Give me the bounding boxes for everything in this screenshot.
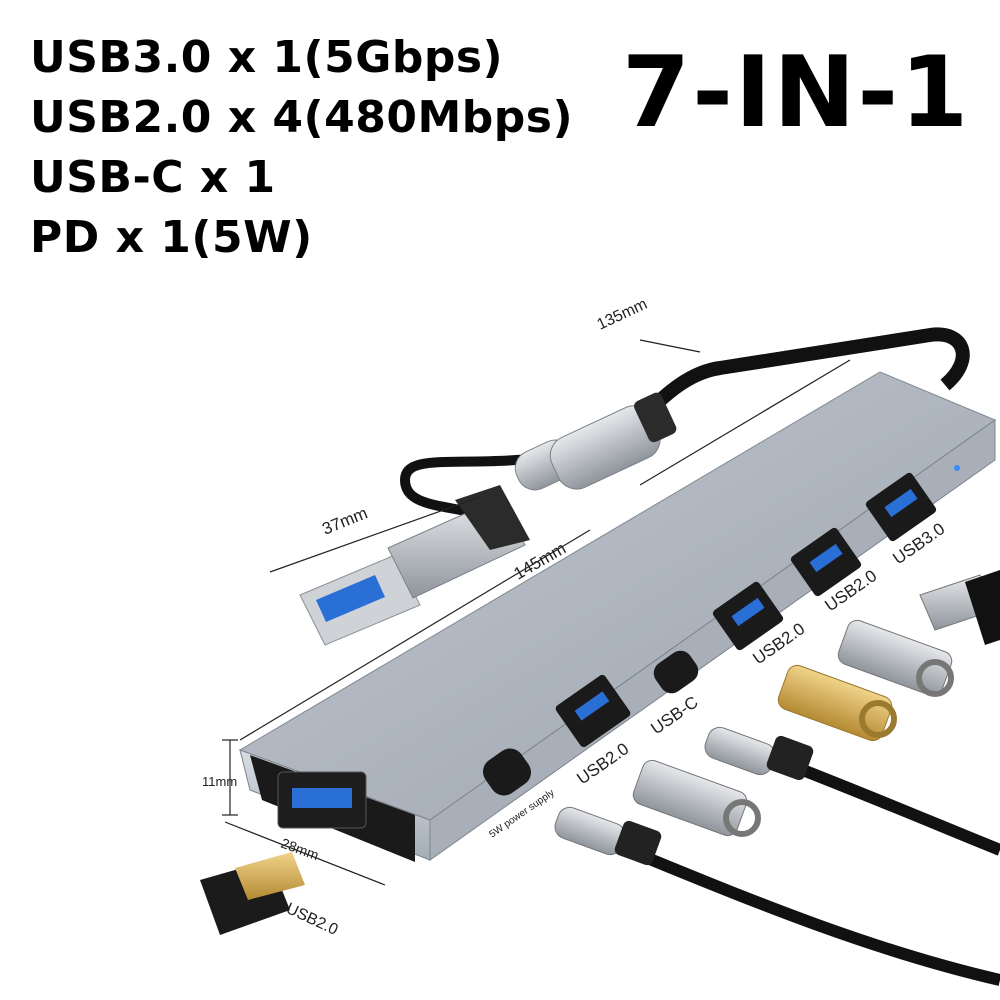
spec-pd: PD x 1(5W) — [30, 212, 313, 263]
front-usb-port — [277, 771, 367, 829]
cables — [399, 327, 970, 517]
accessories — [200, 570, 1000, 986]
side-ports — [483, 472, 937, 796]
spec-usb20: USB2.0 x 4(480Mbps) — [30, 92, 574, 143]
usb-a-plug — [299, 485, 530, 646]
dimension-lines — [222, 339, 851, 886]
spec-usbc: USB-C x 1 — [30, 152, 276, 203]
spec-usb30: USB3.0 x 1(5Gbps) — [30, 32, 504, 83]
spec-list: USB3.0 x 1(5Gbps) USB2.0 x 4(480Mbps) US… — [30, 28, 573, 268]
dim-plug-length: 37mm — [319, 503, 370, 538]
headline-7-in-1: 7-IN-1 — [622, 36, 971, 150]
dim-cable-length: 135mm — [595, 296, 651, 334]
label-front-usb20: USB2.0 — [283, 900, 340, 939]
dim-hub-height: 11mm — [202, 774, 237, 789]
usb-c-plug — [514, 392, 677, 491]
